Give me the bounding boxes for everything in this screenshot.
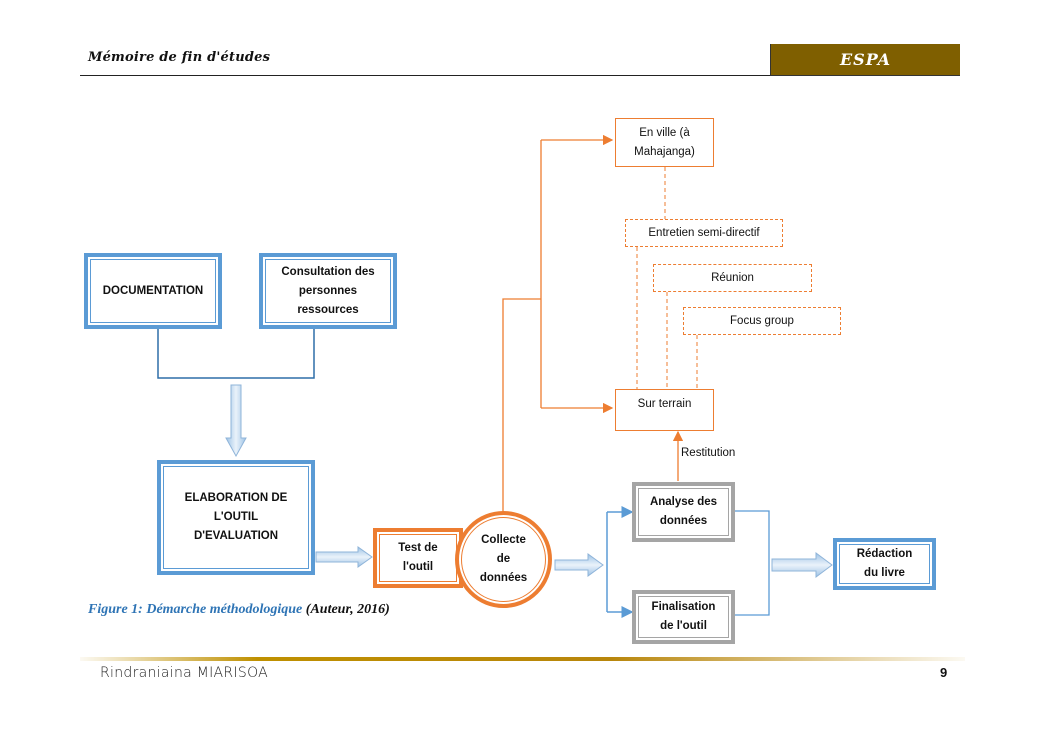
node-focus-label: Focus group	[730, 314, 794, 327]
running-header-title: Mémoire de fin d'études	[88, 50, 271, 65]
node-collecte: Collecte de données	[455, 511, 552, 608]
header-rule	[80, 75, 770, 76]
node-documentation-label: DOCUMENTATION	[102, 284, 204, 297]
node-analyse-line: Analyse des	[649, 496, 718, 508]
figure-caption: Figure 1: Démarche méthodologique (Auteu…	[88, 602, 390, 618]
node-consultation-line: Consultation des	[281, 265, 375, 278]
node-collecte-line: Collecte	[481, 534, 526, 546]
node-redaction: Rédaction du livre	[833, 538, 936, 590]
edge-label-restitution: Restitution	[681, 447, 736, 459]
block-arrow-to-test	[315, 546, 373, 568]
footer-author: Rindraniaina MIARISOA	[100, 665, 269, 681]
node-finalisation-line: de l'outil	[660, 620, 707, 632]
header-school-label: ESPA	[839, 50, 892, 69]
connector-collecte-up	[502, 298, 541, 512]
node-test-line: l'outil	[402, 561, 434, 573]
node-entretien: Entretien semi-directif	[625, 219, 783, 247]
node-analyse-line: données	[659, 515, 708, 527]
footer-rule	[80, 657, 965, 661]
block-arrow-to-redaction	[771, 552, 833, 578]
block-arrow-from-collecte	[554, 553, 604, 577]
node-entretien-label: Entretien semi-directif	[648, 226, 760, 239]
node-finalisation-line: Finalisation	[651, 601, 716, 613]
connector-merge	[735, 510, 770, 616]
node-reunion: Réunion	[653, 264, 812, 292]
node-test-outil: Test de l'outil	[373, 528, 463, 588]
node-elaboration-line: L'OUTIL	[213, 511, 259, 523]
connector-documentation-join	[157, 329, 315, 379]
node-redaction-line: Rédaction	[856, 548, 913, 560]
node-reunion-label: Réunion	[711, 271, 754, 284]
node-elaboration-line: ELABORATION DE	[184, 492, 288, 504]
node-analyse: Analyse des données	[632, 482, 735, 542]
node-consultation-line: ressources	[297, 303, 359, 316]
node-en-ville: En ville (à Mahajanga)	[615, 118, 714, 167]
node-redaction-line: du livre	[864, 567, 905, 579]
page-number: 9	[940, 665, 948, 680]
node-focus-group: Focus group	[683, 307, 841, 335]
node-collecte-line: de	[496, 553, 511, 565]
node-en-ville-line: Mahajanga)	[634, 145, 695, 158]
node-sur-terrain-label: Sur terrain	[637, 398, 692, 410]
node-elaboration-line: D'EVALUATION	[193, 530, 279, 542]
node-consultation-line: personnes	[298, 284, 358, 297]
block-arrow-down	[225, 384, 247, 458]
node-elaboration: ELABORATION DE L'OUTIL D'EVALUATION	[157, 460, 315, 575]
header-school-band: ESPA	[770, 44, 960, 76]
figure-caption-source: (Auteur, 2016)	[305, 602, 390, 617]
figure-caption-title: Figure 1: Démarche méthodologique	[88, 602, 303, 617]
node-consultation: Consultation des personnes ressources	[259, 253, 397, 329]
node-collecte-line: données	[479, 572, 528, 584]
node-test-line: Test de	[398, 542, 438, 554]
node-documentation: DOCUMENTATION	[84, 253, 222, 329]
node-finalisation: Finalisation de l'outil	[632, 590, 735, 644]
node-sur-terrain: Sur terrain	[615, 389, 714, 431]
node-en-ville-line: En ville (à	[639, 126, 690, 139]
